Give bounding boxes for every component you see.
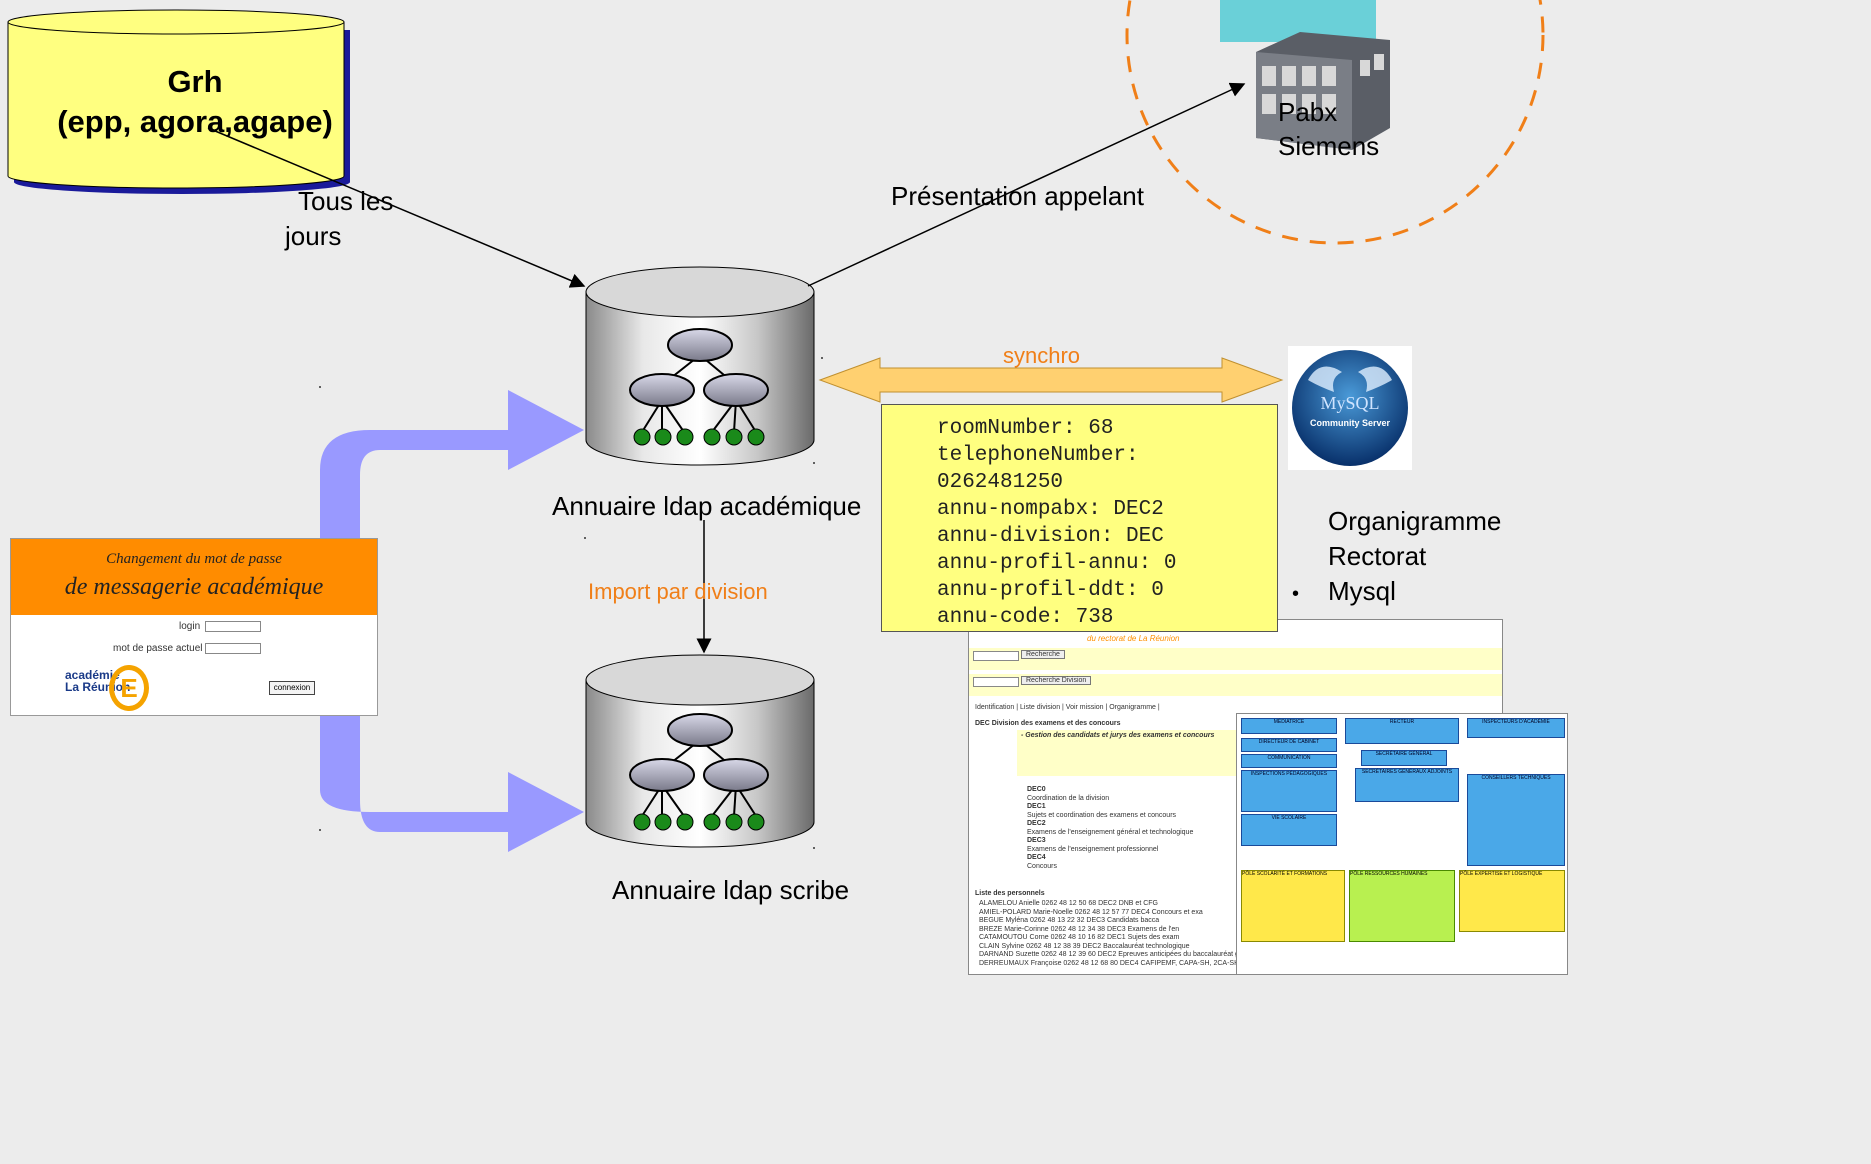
ldap-attr-nompabx: annu-nompabx: DEC2 [937, 498, 1164, 521]
ldap-academique-cylinder [585, 266, 815, 466]
bullet-dot-icon: • [1292, 583, 1300, 605]
org-pole-expertise: PÔLE EXPERTISE ET LOGISTIQUE [1459, 870, 1565, 932]
annuaire-academique-label: Annuaire ldap académique [552, 491, 862, 521]
org-pole-scolarite: PÔLE SCOLARITÉ ET FORMATIONS [1241, 870, 1345, 942]
org-box-cabinet: DIRECTEUR DE CABINET [1241, 738, 1337, 752]
login-title-2: de messagerie académique [64, 574, 324, 600]
mysql-logo-text: MySQL [1320, 393, 1380, 413]
org-box-recteur: RECTEUR [1345, 718, 1459, 744]
siemens-label: Siemens [1278, 131, 1380, 161]
ldap-attr-profil-ddt: annu-profil-ddt: 0 [937, 579, 1164, 602]
diagram-canvas [7, 0, 1545, 852]
grh-to-ldap-arrow [207, 127, 586, 288]
web-nav[interactable]: Identification | Liste division | Voir m… [975, 704, 1160, 711]
connexion-button[interactable]: connexion [269, 681, 315, 695]
pabx-zone-circle [1125, 0, 1545, 245]
web-div-1[interactable]: DEC1 [1027, 803, 1046, 810]
import-division-label: Import par division [588, 579, 768, 604]
synchro-double-arrow [818, 357, 1284, 403]
bullet-rectorat: Rectorat [1328, 541, 1427, 571]
web-search-input[interactable] [973, 651, 1019, 661]
web-section: DEC Division des examens et des concours [975, 720, 1121, 727]
table-row: ALAMELOU Anielle 0262 48 12 50 68 DEC2 D… [979, 900, 1158, 907]
web-division-button[interactable]: Recherche Division [1021, 676, 1092, 685]
web-div-3[interactable]: DEC3 [1027, 837, 1046, 844]
presentation-appelant-label: Présentation appelant [891, 181, 1144, 211]
web-division-input[interactable] [973, 677, 1019, 687]
org-box-inspecteurs: INSPECTEURS D'ACADÉMIE [1467, 718, 1565, 738]
grh-title: Grh [167, 64, 223, 99]
password-label: mot de passe actuel [113, 643, 203, 654]
grh-cylinder [7, 9, 350, 194]
academie-logo-line1: académie [65, 668, 120, 682]
web-div-desc-0: Coordination de la division [1027, 794, 1110, 802]
login-header: Changement du mot de passe de messagerie… [11, 539, 377, 615]
web-search-button[interactable]: Recherche [1021, 650, 1065, 659]
bullet-mysql-text: Mysql [1328, 576, 1396, 606]
table-row: CLAIN Sylvine 0262 48 12 38 39 DEC2 Bacc… [979, 942, 1190, 950]
grh-subtitle: (epp, agora,agape) [57, 104, 333, 139]
web-div-desc-1: Sujets et coordination des examens et co… [1027, 811, 1177, 819]
bullet-list: Organigramme Rectorat • Mysql [1292, 504, 1501, 612]
org-box-vie-scolaire: VIE SCOLAIRE [1241, 814, 1337, 846]
org-box-sg: SECRÉTAIRE GÉNÉRAL [1361, 750, 1447, 766]
pabx-label: Pabx [1278, 97, 1338, 127]
org-box-sga: SECRÉTAIRES GÉNÉRAUX ADJOINTS [1355, 768, 1459, 802]
web-div-0[interactable]: DEC0 [1027, 786, 1046, 793]
org-pole-rh: PÔLE RESSOURCES HUMAINES [1349, 870, 1455, 942]
tous-les-label: Tous les [298, 186, 394, 216]
login-label: login [179, 621, 201, 632]
mysql-logo-icon [1288, 346, 1412, 470]
web-div-desc-3: Examens de l'enseignement professionnel [1027, 845, 1159, 853]
web-division-band: Recherche Division [969, 674, 1502, 696]
ldap-scribe-cylinder [585, 654, 815, 848]
org-box-conseillers: CONSEILLERS TECHNIQUES [1467, 774, 1565, 866]
decor-dots [319, 357, 823, 849]
pabx-device-icon [1256, 32, 1390, 150]
grh-label: Grh (epp, agora,agape) [20, 62, 370, 142]
bullet-mysql: • Mysql [1292, 574, 1501, 612]
web-staff-list: ALAMELOU Anielle 0262 48 12 50 68 DEC2 D… [979, 900, 1312, 968]
ldap-entry-note: roomNumber: 68 telephoneNumber: 02624812… [881, 404, 1278, 632]
org-box-inspections: INSPECTIONS PÉDAGOGIQUES [1241, 770, 1337, 812]
organigramme-thumbnail: MÉDIATRICE RECTEUR INSPECTEURS D'ACADÉMI… [1236, 713, 1568, 975]
table-row: DARNAND Suzette 0262 48 12 39 60 DEC2 Ep… [979, 951, 1312, 958]
login-title-1: Changement du mot de passe [106, 551, 282, 567]
ldap-attr-code: annu-code: 738 [937, 606, 1114, 629]
password-input[interactable] [205, 643, 261, 654]
ldap-attr-division: annu-division: DEC [937, 525, 1164, 548]
academie-e-icon: E [109, 665, 149, 711]
ldap-attr-phone-value: 0262481250 [937, 471, 1064, 494]
web-staff-title: Liste des personnels [975, 890, 1045, 897]
synchro-label: synchro [1003, 343, 1081, 368]
ldap-attr-room: roomNumber: 68 [937, 417, 1114, 440]
web-search-band: Recherche [969, 648, 1502, 670]
mysql-logo-sub: Community Server [1309, 418, 1391, 428]
org-box-mediatrice: MÉDIATRICE [1241, 718, 1337, 734]
web-mission: - Gestion des candidats et jurys des exa… [1021, 732, 1215, 739]
web-subtitle: du rectorat de La Réunion [1087, 634, 1180, 643]
web-div-desc-4: Concours [1027, 862, 1057, 870]
bullet-organigramme: Organigramme [1328, 506, 1502, 536]
ldap-attr-profil-annu: annu-profil-annu: 0 [937, 552, 1177, 575]
table-row: BEGUE Myléna 0262 48 13 22 32 DEC3 Candi… [979, 917, 1160, 924]
web-div-4[interactable]: DEC4 [1027, 854, 1046, 861]
table-row: BREZE Marie-Corinne 0262 48 12 34 38 DEC… [979, 925, 1180, 933]
ldap-to-pabx-arrow [807, 82, 1246, 287]
org-box-communication: COMMUNICATION [1241, 754, 1337, 768]
ldap-attr-phone-label: telephoneNumber: [937, 444, 1139, 467]
login-input[interactable] [205, 621, 261, 632]
web-div-desc-2: Examens de l'enseignement général et tec… [1027, 828, 1194, 836]
web-div-2[interactable]: DEC2 [1027, 820, 1046, 827]
annuaire-scribe-label: Annuaire ldap scribe [612, 875, 850, 905]
password-change-card: Changement du mot de passe de messagerie… [10, 538, 378, 716]
jours-label: jours [285, 221, 342, 251]
table-row: CATAMOUTOU Corne 0262 48 10 16 82 DEC1 S… [979, 934, 1180, 941]
table-row: AMIEL-POLARD Marie-Noelle 0262 48 12 57 … [979, 908, 1203, 916]
web-divisions: DEC0 Coordination de la division DEC1 Su… [1027, 786, 1193, 871]
blue-import-arrows [320, 390, 584, 852]
table-row: DERREUMAUX Françoise 0262 48 12 68 80 DE… [979, 959, 1268, 967]
